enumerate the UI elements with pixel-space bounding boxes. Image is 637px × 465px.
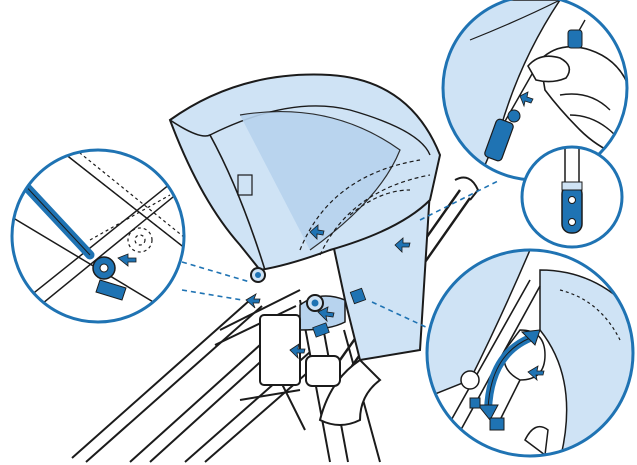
direction-arrows bbox=[245, 224, 411, 360]
callout-leaders bbox=[181, 179, 501, 329]
canopy-hinge-detail-bottom-right bbox=[425, 248, 635, 458]
canopy-rail-detail-top-right bbox=[441, 0, 629, 182]
stroller-canopy bbox=[168, 73, 442, 312]
canopy-clip-detail-left bbox=[10, 148, 186, 324]
canopy-slider-detail-small bbox=[520, 145, 624, 249]
